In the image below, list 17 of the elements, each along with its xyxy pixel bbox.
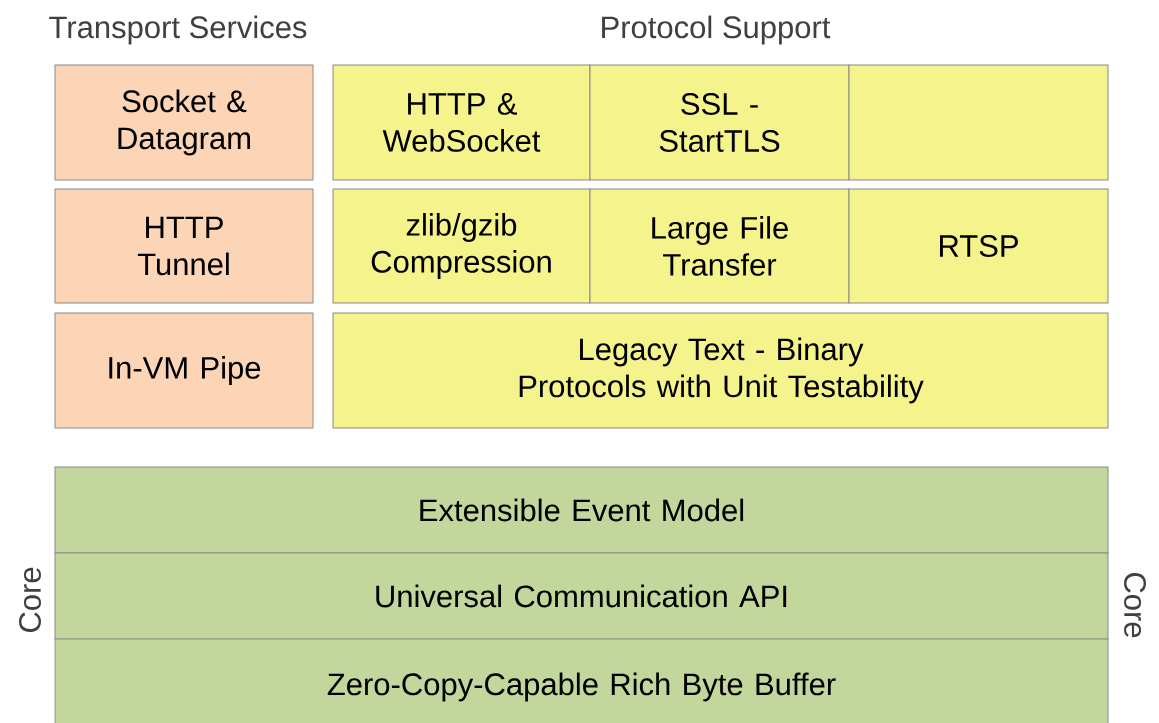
core-layer-box: Extensible Event Model	[54, 466, 1109, 554]
protocol-box: SSL - StartTLS	[589, 64, 850, 181]
group-heading: Transport Services	[49, 15, 307, 45]
core-layer-box: Zero-Copy-Capable Rich Byte Buffer	[54, 638, 1109, 723]
core-layer-box: Universal Communication API	[54, 552, 1109, 640]
side-label: Core	[19, 567, 41, 633]
protocol-box: RTSP	[848, 188, 1109, 304]
group-heading: Protocol Support	[602, 15, 831, 45]
protocol-box: Legacy Text - Binary Protocols with Unit Testability	[332, 312, 1109, 429]
transport-box: HTTP Tunnel	[54, 188, 314, 304]
transport-box: In-VM Pipe	[54, 312, 314, 429]
protocol-box	[848, 64, 1109, 181]
side-label: Core	[1124, 572, 1146, 638]
protocol-box: HTTP & WebSocket	[332, 64, 591, 181]
transport-box: Socket & Datagram	[54, 64, 314, 181]
protocol-box: Large File Transfer	[589, 188, 850, 304]
protocol-box: zlib/gzib Compression	[332, 188, 591, 304]
